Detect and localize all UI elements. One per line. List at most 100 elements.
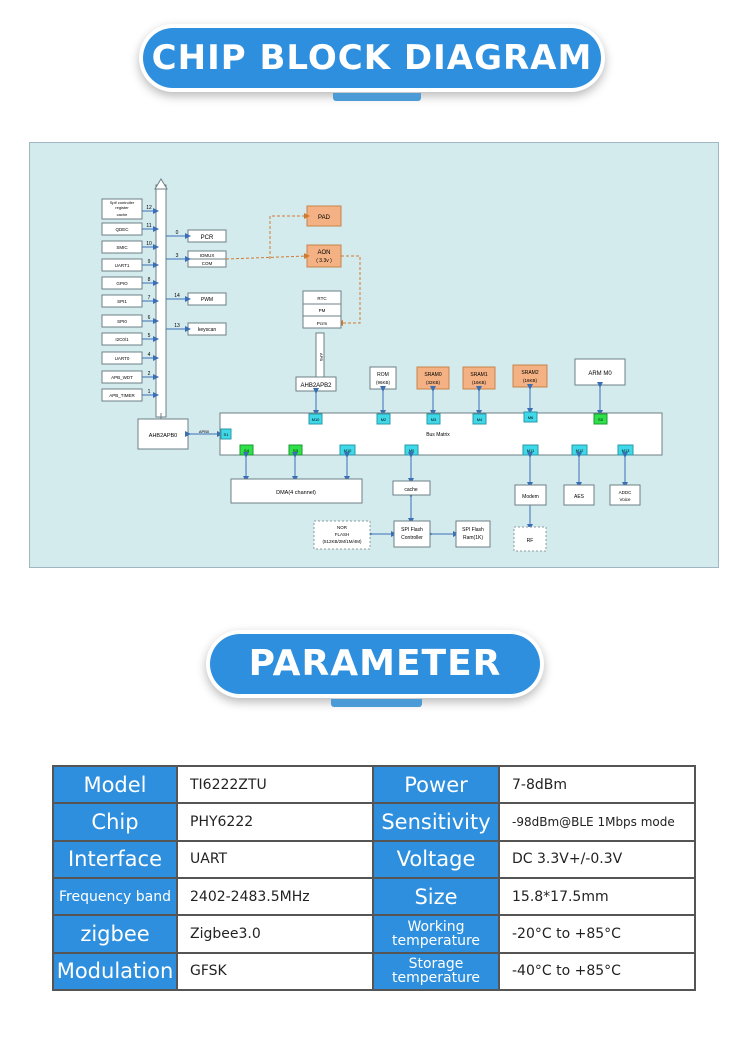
svg-text:SPI Flash: SPI Flash <box>462 527 484 533</box>
svg-text:0: 0 <box>176 230 179 236</box>
left-num-6: 6 <box>148 315 151 321</box>
left-num-8: 4 <box>148 352 151 358</box>
keyscan-block: keyscan 13 <box>166 322 227 336</box>
title-tab-decoration <box>333 93 421 101</box>
aon-block: AON ( 3.3v ) <box>306 244 342 268</box>
sram1-block: SRAM1 (16KB) <box>462 366 496 390</box>
param-label-size: Size <box>372 876 500 917</box>
param-value-size: 15.8*17.5mm <box>498 876 696 917</box>
parameter-title: PARAMETER <box>210 634 540 694</box>
param-value-sensitivity: -98dBm@BLE 1Mbps mode <box>498 802 696 842</box>
svg-text:M11: M11 <box>527 448 535 453</box>
port-s1: S1 <box>220 428 232 440</box>
bottom-port-3: M0 <box>404 444 419 456</box>
spi-flash-ram-block: SPI Flash Ram(1K) <box>455 520 491 548</box>
pwm-block: PWM 14 <box>166 292 227 306</box>
svg-text:13: 13 <box>174 323 180 329</box>
param-value-zigbee: Zigbee3.0 <box>176 914 374 954</box>
svg-text:M4: M4 <box>477 417 483 422</box>
param-label-chip: Chip <box>52 802 178 842</box>
dma-block: DMA(4 channel) <box>230 478 363 504</box>
ahb2apb2-block: AHB2APB2 <box>295 376 337 392</box>
parameter-tab-decoration <box>331 699 422 707</box>
svg-text:cache: cache <box>117 212 128 217</box>
svg-text:RTC: RTC <box>317 296 327 301</box>
param-value-chip: PHY6222 <box>176 802 374 842</box>
svg-text:ROM: ROM <box>377 372 389 378</box>
param-label-sensitivity: Sensitivity <box>372 802 500 842</box>
svg-text:M13: M13 <box>622 448 631 453</box>
svg-text:SPI Flash: SPI Flash <box>401 527 423 533</box>
bottom-port-5: M12 <box>571 444 588 456</box>
svg-text:Spif controller: Spif controller <box>110 200 135 205</box>
param-label-power: Power <box>372 764 500 805</box>
apb-vertical-bus <box>155 184 167 418</box>
left-num-3: 9 <box>148 259 151 265</box>
rf-block: RF <box>513 526 547 552</box>
svg-text:M12: M12 <box>576 448 585 453</box>
svg-text:AES: AES <box>574 494 585 500</box>
svg-text:Modem: Modem <box>522 494 539 500</box>
svg-text:M6: M6 <box>528 415 534 420</box>
svg-text:14: 14 <box>174 293 180 299</box>
spi-flash-controller-block: SPI Flash Controller <box>393 520 431 548</box>
modem-block: Modem <box>514 484 547 506</box>
addc-voice-block: ADDC Voice <box>609 484 641 506</box>
sram0-block: SRAM0 (32KB) <box>416 366 450 390</box>
svg-text:AON: AON <box>317 250 330 256</box>
pcr-block: PCR 0 <box>166 229 227 243</box>
svg-text:APB: APB <box>319 353 324 361</box>
svg-text:DMA(4 channel): DMA(4 channel) <box>276 490 316 496</box>
parameter-table: Model TI6222ZTU Power 7-8dBm Chip PHY622… <box>52 764 696 992</box>
svg-text:M2: M2 <box>381 417 387 422</box>
pad-block: PAD <box>306 205 342 227</box>
left-block-7: I2C0/15 <box>101 332 159 346</box>
sram2-block: SRAM2 (16KB) <box>512 364 548 388</box>
table-row: Chip PHY6222 Sensitivity -98dBm@BLE 1Mbp… <box>52 802 696 842</box>
svg-text:SRAM1: SRAM1 <box>470 372 487 378</box>
svg-text:(512KB/2M/1M/4M): (512KB/2M/1M/4M) <box>322 539 362 544</box>
left-num-0: 12 <box>146 205 152 211</box>
bottom-port-1: S3 <box>288 444 303 456</box>
svg-text:PWM: PWM <box>201 297 213 303</box>
top-port-3: M4 <box>472 413 487 425</box>
top-port-0: M10 <box>308 413 323 425</box>
param-value-modulation: GFSK <box>176 951 374 992</box>
param-value-interface: UART <box>176 839 374 879</box>
table-row: zigbee Zigbee3.0 Working temperature -20… <box>52 914 696 954</box>
svg-text:RF: RF <box>527 538 534 544</box>
param-value-model: TI6222ZTU <box>176 764 374 805</box>
left-block-label-1: QDEC <box>115 227 129 232</box>
param-label-modulation: Modulation <box>52 951 178 992</box>
param-value-working-temperature: -20°C to +85°C <box>498 914 696 954</box>
svg-text:Voice: Voice <box>619 497 631 502</box>
left-num-7: 5 <box>148 333 151 339</box>
svg-text:keyscan: keyscan <box>198 327 217 333</box>
bottom-port-0: S4 <box>239 444 254 456</box>
svg-text:M10: M10 <box>312 417 321 422</box>
left-block-label-2: SMIC <box>116 245 128 250</box>
chip-block-diagram-title: CHIP BLOCK DIAGRAM <box>143 28 601 88</box>
svg-text:S4: S4 <box>244 448 250 453</box>
param-label-frequency-band: Frequency band <box>52 876 178 917</box>
param-value-storage-temperature: -40°C to +85°C <box>498 951 696 992</box>
param-value-frequency-band: 2402-2483.5MHz <box>176 876 374 917</box>
table-row: Modulation GFSK Storage temperature -40°… <box>52 951 696 992</box>
svg-text:SRAM2: SRAM2 <box>521 370 538 376</box>
left-num-5: 7 <box>148 295 151 301</box>
svg-text:ARM M0: ARM M0 <box>588 371 612 377</box>
bottom-port-2: M10 <box>339 444 356 456</box>
svg-text:ADDC: ADDC <box>619 490 633 495</box>
svg-text:PCR: PCR <box>201 235 214 241</box>
top-port-5: S0 <box>593 413 608 425</box>
left-num-10: 1 <box>148 389 151 395</box>
svg-text:PAD: PAD <box>318 215 331 221</box>
left-num-9: 2 <box>148 371 151 377</box>
left-peripheral-blocks: Spif controller register cache 12 QDEC11… <box>101 198 159 402</box>
